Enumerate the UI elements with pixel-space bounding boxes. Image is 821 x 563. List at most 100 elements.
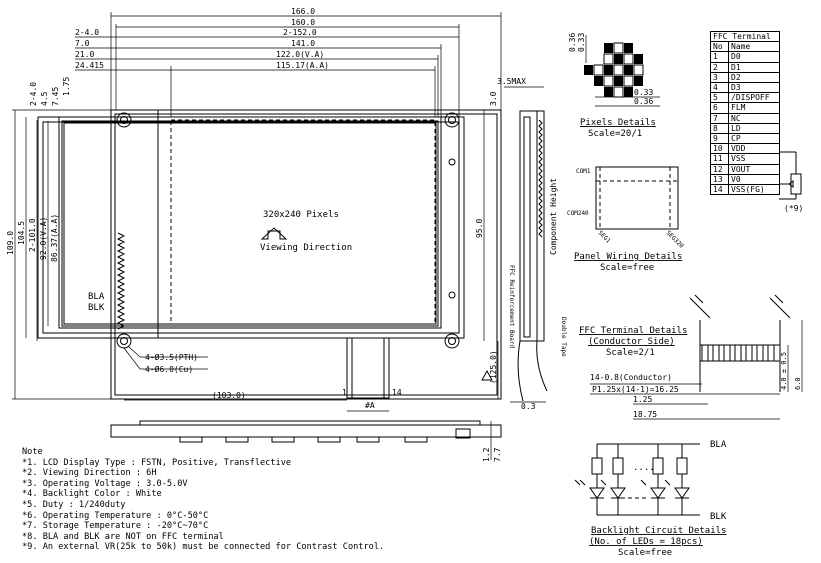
seg320-label: SEG320	[665, 229, 686, 250]
pin-name: /DISPOFF	[728, 92, 780, 104]
ffc-dim-18-75: 18.75	[633, 410, 657, 419]
led-icon	[574, 479, 690, 515]
pin-name: D0	[728, 51, 780, 63]
pixels-details-scale: Scale=20/1	[588, 129, 642, 139]
front-view: 320x240 Pixels Viewing Direction BLA BLK…	[6, 7, 502, 412]
pin-no: 11	[710, 153, 729, 165]
ffc-table-header-no: No	[710, 41, 729, 53]
panel-wiring-scale: Scale=free	[600, 263, 654, 273]
vr-note-label: (*9)	[784, 204, 803, 213]
dim-92: 92.0(V.A)	[39, 217, 48, 260]
dim-7-7: 7.7	[493, 447, 502, 462]
ffc-reinforcement-label: FFC Reinforcement Board	[508, 265, 515, 348]
pixel-dim-0-36-a: 0.36	[568, 33, 577, 52]
backlight-bla-label: BLA	[710, 440, 727, 450]
backlight-circuit: BLA BLK .... Backlight Circuit Details (…	[574, 440, 727, 558]
dim-7-45: 7.45	[51, 87, 60, 106]
pixel-dim-0-33-b: 0.33	[634, 88, 653, 97]
pin-no: 8	[710, 122, 729, 135]
pin-no: 5	[710, 92, 729, 104]
backlight-scale: Scale=free	[618, 548, 672, 558]
ffc-pitch-label: P1.25x(14-1)=16.25	[592, 385, 679, 394]
dim-1-75: 1.75	[62, 77, 71, 96]
pixel-dim-0-36-b: 0.36	[634, 97, 653, 106]
mark-a-label: #A	[365, 401, 375, 410]
pin-no: 6	[710, 102, 729, 114]
note-item: *4. Backlight Color : White	[22, 489, 162, 500]
table-row: 5/DISPOFF	[710, 92, 780, 104]
com1-label: COM1	[576, 168, 591, 175]
dim-0-3: 0.3	[521, 402, 536, 411]
dim-3: 3.0	[489, 91, 498, 106]
ffc-dim-4: 4.0 ± 0.5	[780, 352, 788, 390]
dim-141: 141.0	[291, 39, 315, 48]
backlight-leds: (No. of LEDs = 18pcs)	[589, 537, 703, 547]
dim-21: 21.0	[75, 50, 94, 59]
pin-name: NC	[728, 112, 780, 124]
pin-no: 12	[710, 163, 729, 175]
dim-125: (125.0)	[489, 350, 498, 384]
dim-1-2: 1.2	[482, 447, 491, 462]
pin-1-label: 1	[342, 388, 347, 397]
pixels-details-title: Pixels Details	[580, 118, 656, 128]
viewing-direction-arrow-icon	[260, 227, 288, 240]
pin-name: D3	[728, 82, 780, 94]
ffc-table-title: FFC Terminal	[710, 30, 780, 43]
pin-no: 4	[710, 82, 729, 94]
pin-name: VDD	[728, 143, 780, 155]
dim-4-5: 4.5	[40, 91, 49, 106]
pin-name: LD	[728, 122, 780, 135]
dim-166: 166.0	[291, 7, 315, 16]
mounting-hole-icon	[116, 112, 460, 349]
note-item: *1. LCD Display Type : FSTN, Positive, T…	[22, 457, 292, 468]
resistor-icon	[591, 444, 688, 488]
dim-115: 115.17(A.A)	[276, 61, 329, 70]
blk-label: BLK	[88, 303, 105, 313]
com240-label: COM240	[567, 210, 589, 217]
note-item: *7. Storage Temperature : -20°C~70°C	[22, 521, 209, 532]
pin-14-label: 14	[392, 388, 402, 397]
notes-block: Note *1. LCD Display Type : FSTN, Positi…	[22, 447, 492, 553]
note-item: *8. BLA and BLK are NOT on FFC terminal	[22, 531, 224, 542]
notes-title: Note	[22, 447, 43, 457]
ffc-conductor-label: 14-0.8(Conductor)	[590, 373, 672, 382]
note-item: *9. An external VR(25k to 50k) must be c…	[22, 542, 385, 553]
component-height-label: Component Height	[549, 178, 558, 255]
resolution-label: 320x240 Pixels	[263, 210, 339, 220]
dim-3-5max: 3.5MAX	[497, 77, 526, 86]
pin-no: 1	[710, 51, 729, 63]
double-tape-label: Double Tape	[560, 317, 567, 357]
note-item: *3. Operating Voltage : 3.0-5.0V	[22, 478, 188, 489]
bottom-view: 1.2 7.7	[110, 420, 502, 462]
pin-no: 7	[710, 112, 729, 124]
dim-109: 109.0	[6, 231, 15, 255]
panel-wiring-title: Panel Wiring Details	[574, 252, 682, 262]
pin-name: D1	[728, 61, 780, 73]
dim-2-152: 2-152.0	[283, 28, 317, 37]
ffc-dim-1-25: 1.25	[633, 395, 652, 404]
pin-name: VOUT	[728, 163, 780, 175]
pin-no: 2	[710, 61, 729, 73]
backlight-dots: ....	[633, 463, 655, 473]
viewing-direction-label: Viewing Direction	[260, 243, 352, 253]
note-item: *6. Operating Temperature : 0°C-50°C	[22, 510, 209, 521]
ffc-terminal-detail: 4.0 ± 0.5 6.0 14-0.8(Conductor) P1.25x(1…	[579, 294, 803, 420]
ffc-dim-6: 6.0	[794, 377, 802, 390]
backlight-blk-label: BLK	[710, 512, 727, 522]
pin-name: D2	[728, 71, 780, 84]
panel-wiring-detail: COM1 COM240 SEG1 SEG320 Panel Wiring Det…	[567, 166, 686, 273]
pixel-dim-0-33-a: 0.33	[577, 33, 586, 52]
ffc-detail-side: (Conductor Side)	[588, 337, 675, 347]
dim-7: 7.0	[75, 39, 90, 48]
ffc-detail-title: FFC Terminal Details	[579, 326, 687, 336]
